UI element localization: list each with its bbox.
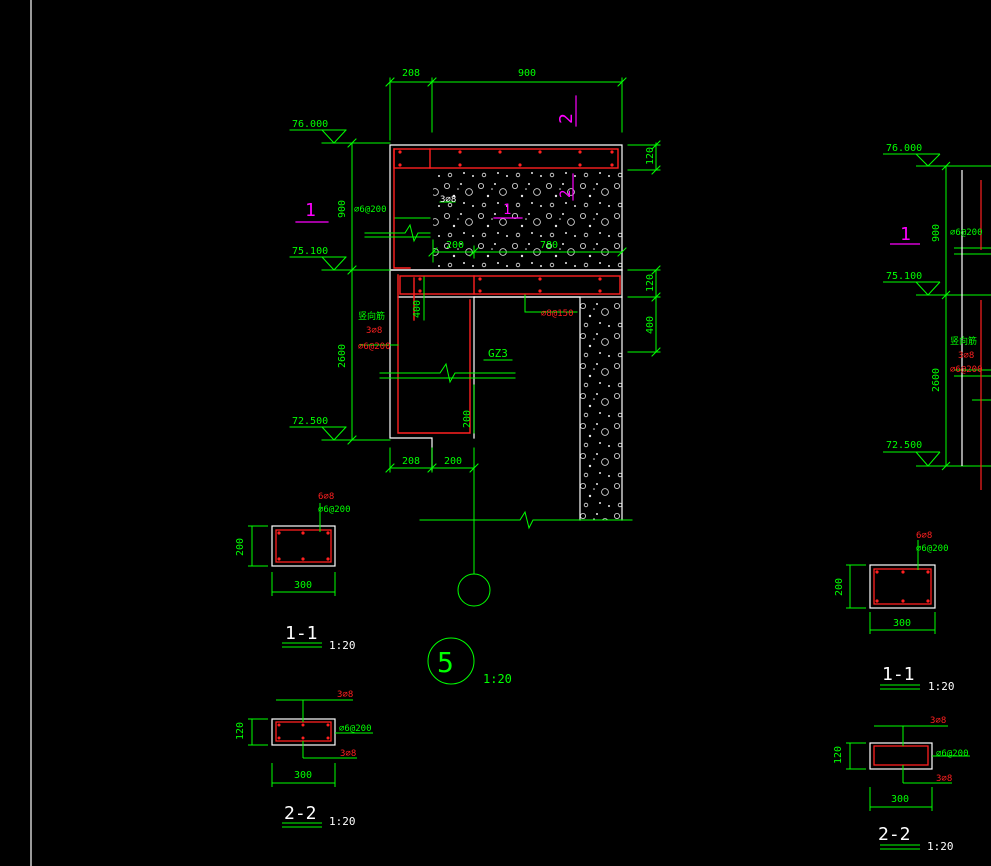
elevation-mid: 75.100 [292,246,328,257]
main-detail-labels: 208 900 208 200 76.000 75.100 72.500 200… [292,68,574,686]
column-outline-left [389,269,433,471]
s11-title: 1-1 [285,623,318,644]
s22-rebar-bottom: 3⌀8 [340,749,356,759]
right-elevation-bottom: 72.500 [886,440,922,451]
right-rebar-vertical: 竖向筋 [950,335,977,347]
rebar-label-stirrup-top: ⌀6@200 [354,205,387,215]
rs11-scale: 1:20 [928,680,955,693]
fill-hatch-top [433,170,622,270]
rebar-label-vertical: 竖向筋 [358,310,385,322]
dim-left-2: 2600 [337,344,348,368]
s11-scale: 1:20 [329,639,356,652]
rebar-label-top-main: 3⌀8 [440,195,456,205]
wall-inner-outline [473,296,581,521]
dim-left-1: 900 [337,200,348,218]
dim-top-1: 208 [402,68,420,79]
section-mark-2-inner: 2 [558,190,574,198]
right-detail: 76.000 75.100 72.500 900 2600 ⌀6@200 竖向筋… [883,143,991,490]
rs22-title: 2-2 [878,824,911,845]
rs22-rebar-stirrup: ⌀6@200 [936,749,969,759]
rs22-rebar-top: 3⌀8 [930,716,946,726]
dim-right-3: 400 [645,316,656,334]
main-rebar [393,148,621,434]
s22-rebar-top: 3⌀8 [337,690,353,700]
s11-rebar-stirrup: ⌀6@200 [318,505,351,515]
s22-height: 120 [235,722,246,740]
right-elevation-top: 76.000 [886,143,922,154]
section-mark-1-inner: 1 [503,202,511,218]
right-section-mark-1: 1 [900,224,911,245]
s22-rebar-stirrup: ⌀6@200 [339,724,372,734]
right-section-1-1: 6⌀8 ⌀6@200 200 300 1-1 1:20 [834,531,955,693]
rebar-label-col-main: 3⌀8 [366,326,382,336]
right-elevation-mid: 75.100 [886,271,922,282]
rs11-width: 300 [893,618,911,629]
dim-bottom-1: 208 [402,456,420,467]
right-rebar-main: 3⌀8 [958,351,974,361]
s11-height: 200 [235,538,246,556]
rebar-label-col-stirrup: ⌀6@200 [358,342,391,352]
column-label: GZ3 [488,347,508,360]
section-2-2: 3⌀8 ⌀6@200 3⌀8 120 300 2-2 1:20 [235,690,373,828]
s11-width: 300 [294,580,312,591]
s22-title: 2-2 [284,803,317,824]
detail-number: 5 [437,646,454,679]
elevation-top: 76.000 [292,119,328,130]
main-detail [289,77,661,685]
section-mark-1-left: 1 [305,200,316,221]
dim-top-2: 900 [518,68,536,79]
s22-width: 300 [294,770,312,781]
right-rebar-stirrup: ⌀6@200 [950,365,983,375]
right-section-2-2: 3⌀8 ⌀6@200 3⌀8 120 300 2-2 1:20 [833,716,970,853]
rs11-title: 1-1 [882,664,915,685]
rs22-width: 300 [891,794,909,805]
rs22-rebar-bottom: 3⌀8 [936,774,952,784]
rs11-height: 200 [834,578,845,596]
right-rebar-stirrup-top: ⌀6@200 [950,228,983,238]
detail-scale: 1:20 [483,672,512,686]
rs22-scale: 1:20 [927,840,954,853]
s22-scale: 1:20 [329,815,356,828]
inner-dim-3: 400 [412,300,423,318]
right-dim-left-1: 900 [931,224,942,242]
inner-dim-4: 200 [462,410,473,428]
right-dim-left-2: 2600 [931,368,942,392]
elevation-bottom: 72.500 [292,416,328,427]
inner-dim-1: 200 [446,240,464,251]
section-marks: 1 2 2 1 [305,113,577,221]
rs11-rebar-stirrup: ⌀6@200 [916,544,949,554]
rs11-rebar-main: 6⌀8 [916,531,932,541]
inner-dim-2: 780 [540,240,558,251]
section-mark-2-top: 2 [556,113,577,124]
dim-right-2: 120 [645,274,656,292]
dim-bottom-2: 200 [444,456,462,467]
s11-rebar-main: 6⌀8 [318,492,334,502]
dim-right-1: 120 [645,147,656,165]
main-detail-vertical-labels: 900 2600 120 120 400 400 200 [337,147,656,428]
fill-hatch-wall [580,297,622,520]
section-1-1: 6⌀8 ⌀6@200 200 300 1-1 1:20 [235,492,356,652]
rs22-height: 120 [833,746,844,764]
rebar-label-stirrup-beam: ⌀8@150 [541,309,574,319]
